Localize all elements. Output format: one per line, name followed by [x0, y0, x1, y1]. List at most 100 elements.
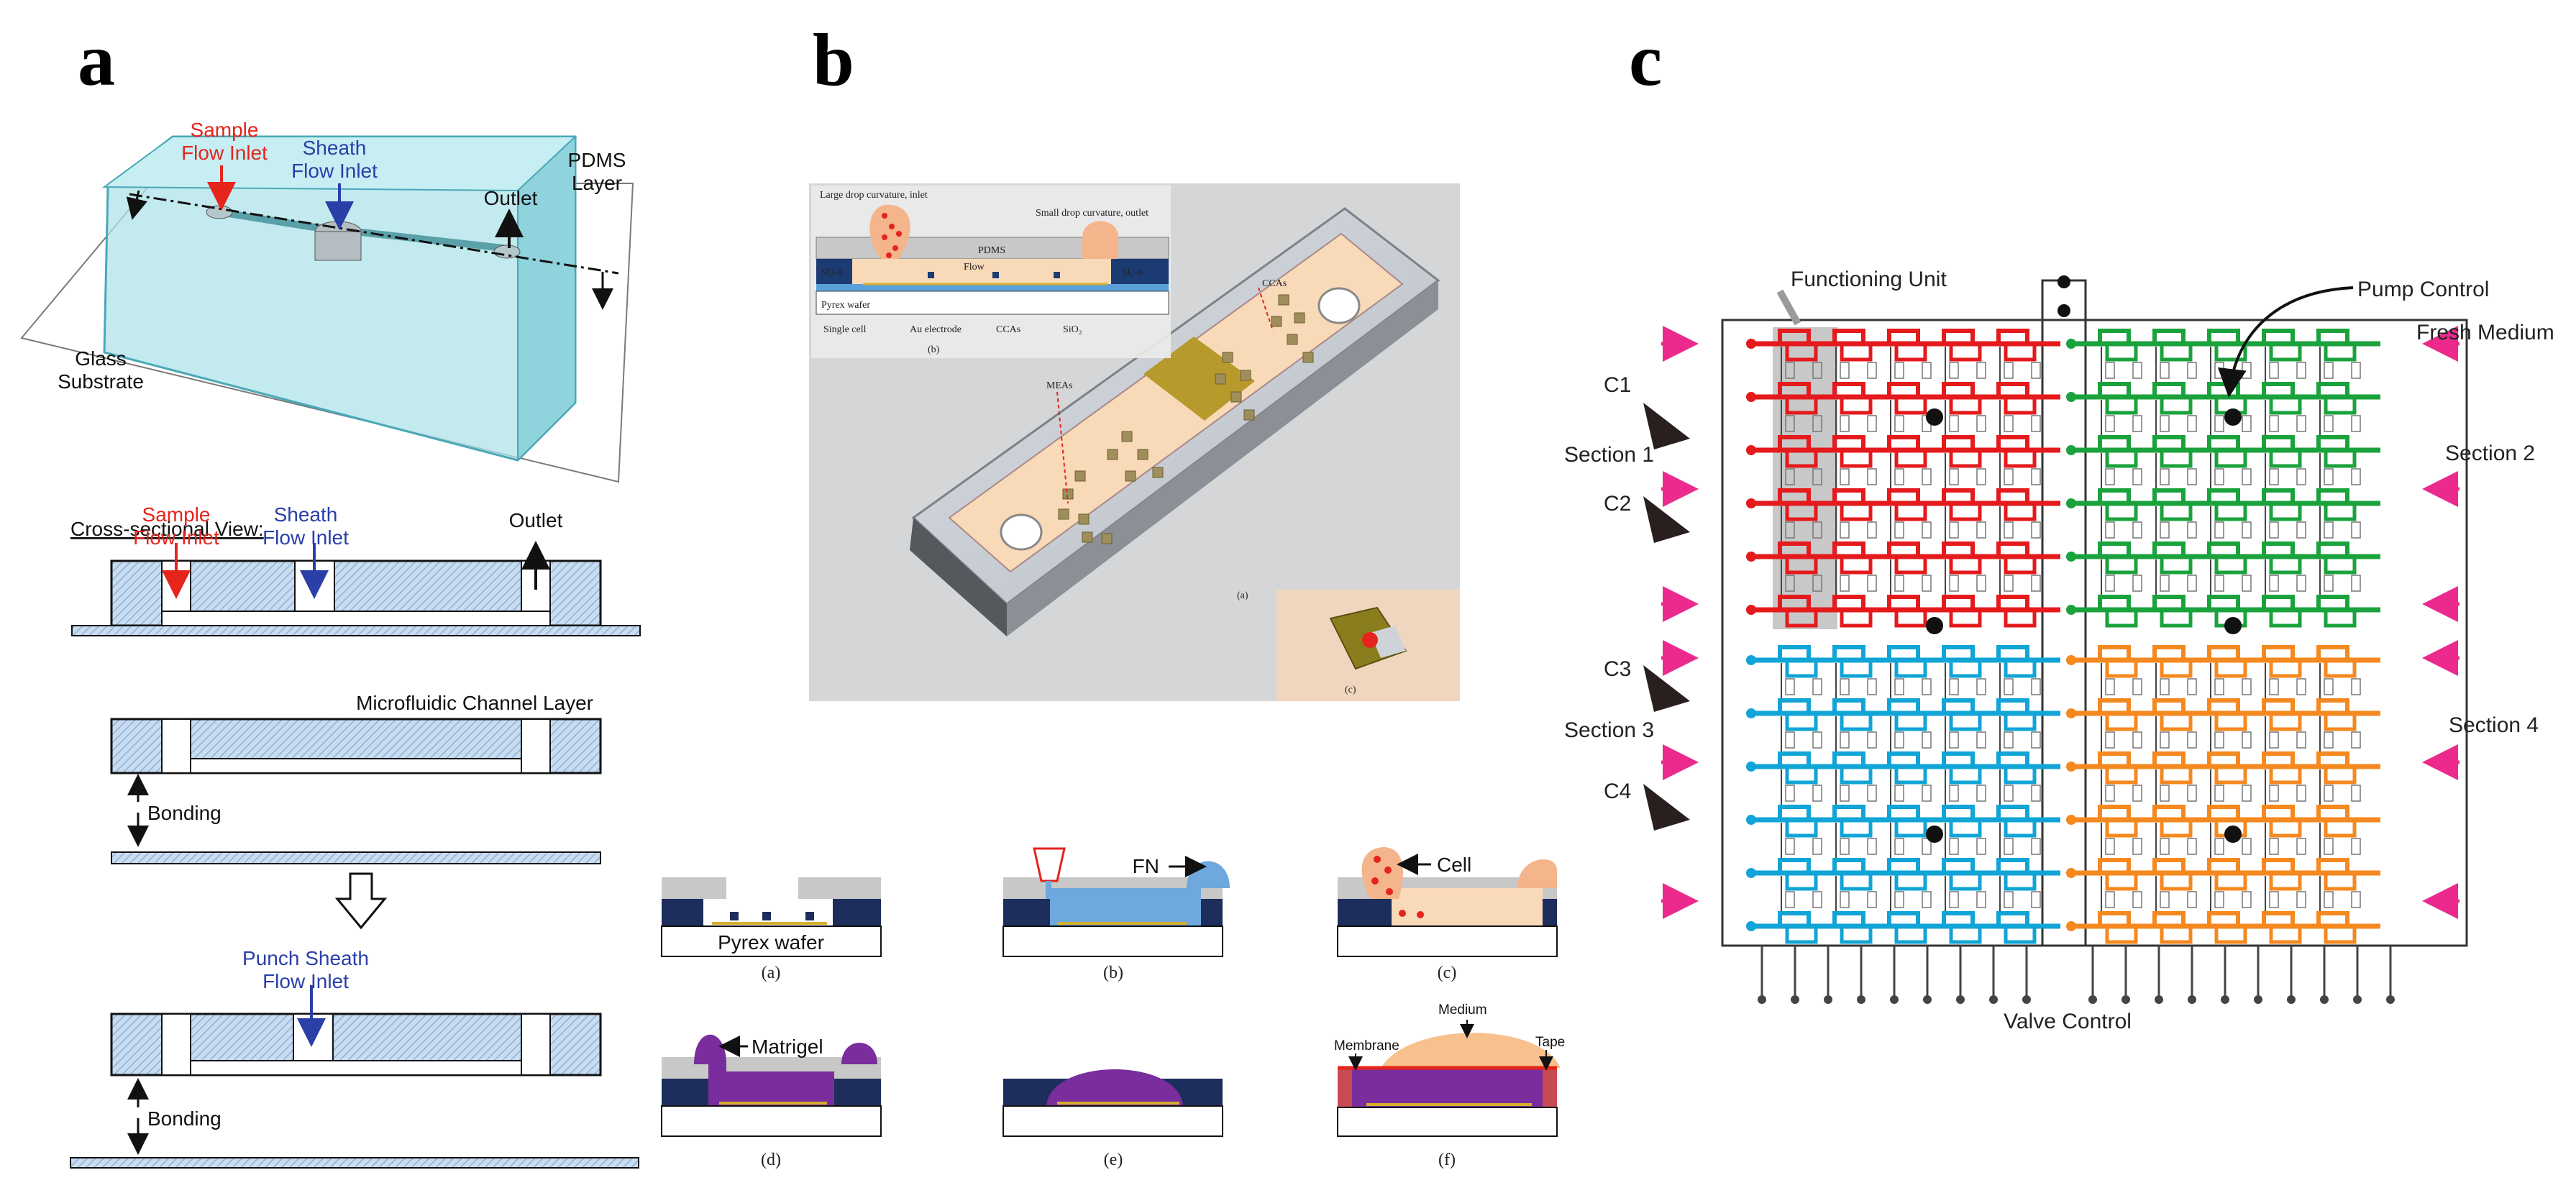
mea-pointer: [1056, 391, 1069, 504]
pump-symbols: [1926, 408, 2242, 843]
c-arrows: [1643, 403, 1690, 831]
step-d-matrigel: Matrigel: [752, 1036, 823, 1058]
step-c-caption: (c): [1438, 964, 1457, 982]
step-d-caption: (d): [761, 1151, 781, 1169]
inset-sio2: SiO₂: [1063, 324, 1082, 335]
valve-control-label: Valve Control: [2004, 1010, 2132, 1033]
cca-pointer: [1258, 287, 1274, 332]
process-step-e: (e): [1002, 1069, 1223, 1169]
inset-pyrex: Pyrex wafer: [821, 300, 870, 311]
functioning-unit-label: Functioning Unit: [1791, 268, 1947, 291]
fresh-medium-label: Fresh Medium: [2416, 321, 2554, 344]
section-3-grid: [1746, 645, 2060, 944]
chamber-port-left: [1000, 513, 1043, 551]
step-b-fn: FN: [1133, 855, 1159, 877]
c4-label: C4: [1604, 780, 1631, 803]
section-1-label: Section 1: [1564, 443, 1654, 467]
pdms-side: [517, 134, 576, 462]
process-step-f: Membrane Medium Tape (f): [1334, 1002, 1565, 1169]
panel-a: a Sample Flow Inlet Sheath Flow Inlet Ou…: [20, 19, 641, 1169]
pdms-label-2: Layer: [572, 172, 622, 194]
channel-layer: [110, 718, 602, 864]
step-e-caption: (e): [1104, 1151, 1123, 1169]
center-electrode: [1143, 337, 1255, 421]
cs-sample-label-2: Flow Inlet: [133, 526, 219, 549]
chamber-port-right: [1317, 287, 1361, 324]
pump-control-label: Pump Control: [2357, 278, 2489, 301]
cs-outlet-label: Outlet: [509, 509, 563, 531]
section-2-grid: [2066, 329, 2380, 628]
c3-label: C3: [1604, 657, 1631, 681]
device-ccas-label: CCAs: [1262, 278, 1287, 289]
device-edge-left: [910, 518, 1007, 636]
inset-b: Large drop curvature, inlet Small drop c…: [811, 186, 1171, 358]
panel-b: b MEAs CCAs (a): [661, 19, 1565, 1169]
iso-sample-label-1: Sample: [191, 119, 259, 141]
panel-c: c Functioning Unit C1 C2: [1564, 19, 2554, 1033]
punch-label-1: Punch Sheath: [242, 947, 369, 969]
pump-control-pointer: [2217, 286, 2354, 398]
step-f-caption: (f): [1438, 1151, 1456, 1169]
inset-caption-c: (c): [1345, 685, 1356, 695]
inset-ccas: CCAs: [996, 324, 1020, 335]
glass-label-2: Substrate: [58, 370, 144, 393]
process-step-d: Matrigel (d): [661, 1034, 882, 1169]
iso-sheath-label-1: Sheath: [303, 137, 367, 159]
inset-large-drop: Large drop curvature, inlet: [820, 190, 928, 201]
cross-section-2: [70, 985, 639, 1169]
cs-sheath-label-2: Flow Inlet: [262, 526, 349, 549]
process-arrow-icon: [334, 872, 388, 930]
step-c-cell: Cell: [1437, 854, 1471, 876]
c2-label: C2: [1604, 492, 1631, 516]
step-f-medium: Medium: [1438, 1002, 1487, 1018]
c1-label: C1: [1604, 373, 1631, 397]
inset-pdms: PDMS: [978, 245, 1005, 256]
device-edge: [1007, 280, 1438, 636]
iso-sheath-well: [314, 231, 362, 261]
iso-device-a: Sample Flow Inlet Sheath Flow Inlet Outl…: [20, 119, 634, 483]
inlet-arrows: [1661, 326, 2459, 919]
functioning-unit-box: [1773, 327, 1837, 629]
section-4-grid: [2066, 645, 2380, 944]
iso-sheath-label-2: Flow Inlet: [291, 160, 378, 182]
inset-au-electrode: Au electrode: [910, 324, 962, 335]
inset-su8-left: SU-8: [821, 268, 843, 278]
section-arrow-left: [126, 190, 147, 220]
step-f-membrane: Membrane: [1334, 1038, 1399, 1053]
chip-outline: [1721, 319, 2468, 947]
step-b-caption: (b): [1103, 964, 1123, 982]
iso-outlet-label: Outlet: [484, 187, 538, 209]
valve-control-pins: [1758, 946, 2395, 1004]
cross-section-title: Cross-sectional View:: [70, 518, 264, 540]
cs-sheath-label-1: Sheath: [274, 503, 338, 526]
center-bus: [2041, 279, 2087, 947]
section-1-grid: [1746, 329, 2060, 628]
bus-port-top: [2057, 275, 2070, 288]
cross-section-1: [71, 541, 641, 636]
iso-sample-label-2: Flow Inlet: [181, 142, 268, 164]
process-step-c: Cell (c): [1337, 847, 1558, 982]
bus-port-2: [2057, 304, 2070, 317]
mea-chips: [1058, 294, 1314, 544]
device-chamber: [948, 232, 1404, 573]
bonding-label-2: Bonding: [147, 1107, 221, 1130]
inset-small-drop: Small drop curvature, outlet: [1036, 208, 1148, 219]
step-a-caption: (a): [762, 964, 781, 982]
section-4-label: Section 4: [2449, 713, 2539, 737]
step-a-pyrex: Pyrex wafer: [718, 931, 824, 954]
inset-su8-right: SU-8: [1122, 268, 1143, 278]
process-step-a: Pyrex wafer (a): [661, 877, 882, 982]
inset-caption-b: (b): [928, 344, 940, 355]
meas-label: MEAs: [1046, 380, 1073, 391]
pdms-label-1: PDMS: [568, 149, 626, 171]
process-step-b: FN (b): [1002, 847, 1230, 982]
channel-layer-label: Microfluidic Channel Layer: [356, 692, 593, 714]
bonding-label-1: Bonding: [147, 802, 221, 824]
iso-channel: [219, 209, 504, 252]
inset-single-cell: Single cell: [823, 324, 867, 335]
functioning-unit-pointer: [1776, 289, 1801, 326]
inset-flow: Flow: [964, 262, 985, 273]
panel-letter-b: b: [813, 19, 854, 101]
step-f-tape: Tape: [1535, 1035, 1565, 1050]
